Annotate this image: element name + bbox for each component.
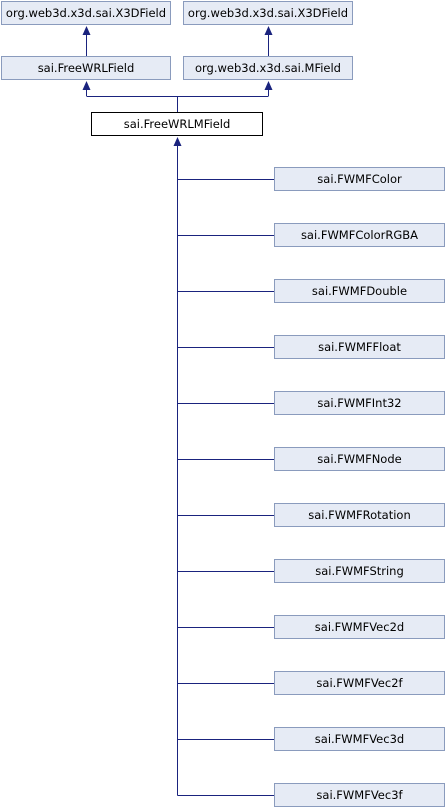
child-node-fwmfstring[interactable]: sai.FWMFString	[274, 559, 445, 583]
child-node-fwmfvec2d[interactable]: sai.FWMFVec2d	[274, 615, 445, 639]
child-node-fwmfvec3f[interactable]: sai.FWMFVec3f	[274, 783, 445, 807]
node-label: sai.FWMFColorRGBA	[300, 228, 419, 242]
parent-node-mfield[interactable]: org.web3d.x3d.sai.MField	[183, 56, 353, 80]
child-node-fwmfvec2f[interactable]: sai.FWMFVec2f	[274, 671, 445, 695]
node-label: sai.FWMFDouble	[311, 284, 408, 298]
node-label: sai.FreeWRLMField	[123, 117, 231, 131]
node-label: sai.FWMFVec2d	[314, 620, 405, 634]
arrowhead-mfield	[264, 81, 273, 90]
child-node-fwmffloat[interactable]: sai.FWMFFloat	[274, 335, 445, 359]
child-node-fwmfdouble[interactable]: sai.FWMFDouble	[274, 279, 445, 303]
child-node-fwmfcolorrgba[interactable]: sai.FWMFColorRGBA	[274, 223, 445, 247]
node-label: sai.FreeWRLField	[37, 61, 135, 75]
node-label: sai.FWMFColor	[317, 172, 402, 186]
interface-node-x3dfield-left[interactable]: org.web3d.x3d.sai.X3DField	[1, 1, 171, 25]
node-label: sai.FWMFNode	[317, 452, 402, 466]
parent-node-freewrlfield[interactable]: sai.FreeWRLField	[1, 56, 171, 80]
node-label: org.web3d.x3d.sai.X3DField	[187, 6, 349, 20]
node-label: sai.FWMFString	[315, 564, 404, 578]
arrowhead-x3dfield-right	[264, 26, 273, 35]
node-label: org.web3d.x3d.sai.MField	[194, 61, 341, 75]
interface-node-x3dfield-right[interactable]: org.web3d.x3d.sai.X3DField	[183, 1, 353, 25]
node-label: sai.FWMFVec3f	[316, 788, 403, 802]
node-label: sai.FWMFFloat	[318, 340, 401, 354]
current-class-node: sai.FreeWRLMField	[91, 112, 263, 136]
node-label: sai.FWMFRotation	[308, 508, 411, 522]
node-label: org.web3d.x3d.sai.X3DField	[5, 6, 167, 20]
arrowhead-x3dfield-left	[82, 26, 91, 35]
arrowhead-current	[173, 137, 182, 146]
child-node-fwmfint32[interactable]: sai.FWMFInt32	[274, 391, 445, 415]
node-label: sai.FWMFVec2f	[316, 676, 403, 690]
child-node-fwmfcolor[interactable]: sai.FWMFColor	[274, 167, 445, 191]
node-label: sai.FWMFInt32	[317, 396, 402, 410]
child-node-fwmfrotation[interactable]: sai.FWMFRotation	[274, 503, 445, 527]
child-node-fwmfnode[interactable]: sai.FWMFNode	[274, 447, 445, 471]
arrowhead-freewrlfield	[82, 81, 91, 90]
node-label: sai.FWMFVec3d	[314, 732, 405, 746]
child-node-fwmfvec3d[interactable]: sai.FWMFVec3d	[274, 727, 445, 751]
